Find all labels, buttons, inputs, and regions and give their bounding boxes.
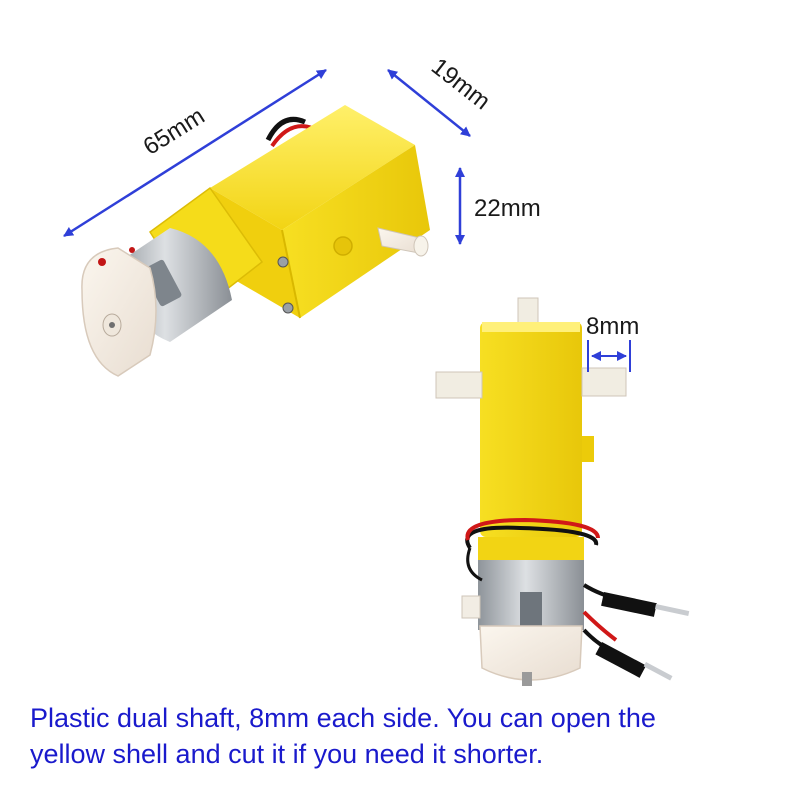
dimension-shaft: 8mm <box>586 313 639 372</box>
dimension-height: 22mm <box>455 167 541 245</box>
caption-line-1: Plastic dual shaft, 8mm each side. You c… <box>30 703 656 733</box>
motor-side-view <box>435 297 690 686</box>
dimension-height-label: 22mm <box>474 195 541 222</box>
caption-line-2: yellow shell and cut it if you need it s… <box>30 739 544 769</box>
dimension-shaft-label: 8mm <box>586 313 639 340</box>
motor-angled-view <box>81 105 430 377</box>
dimension-width: 19mm <box>387 53 495 137</box>
product-caption: Plastic dual shaft, 8mm each side. You c… <box>30 700 770 772</box>
dimension-width-label: 19mm <box>426 53 495 115</box>
